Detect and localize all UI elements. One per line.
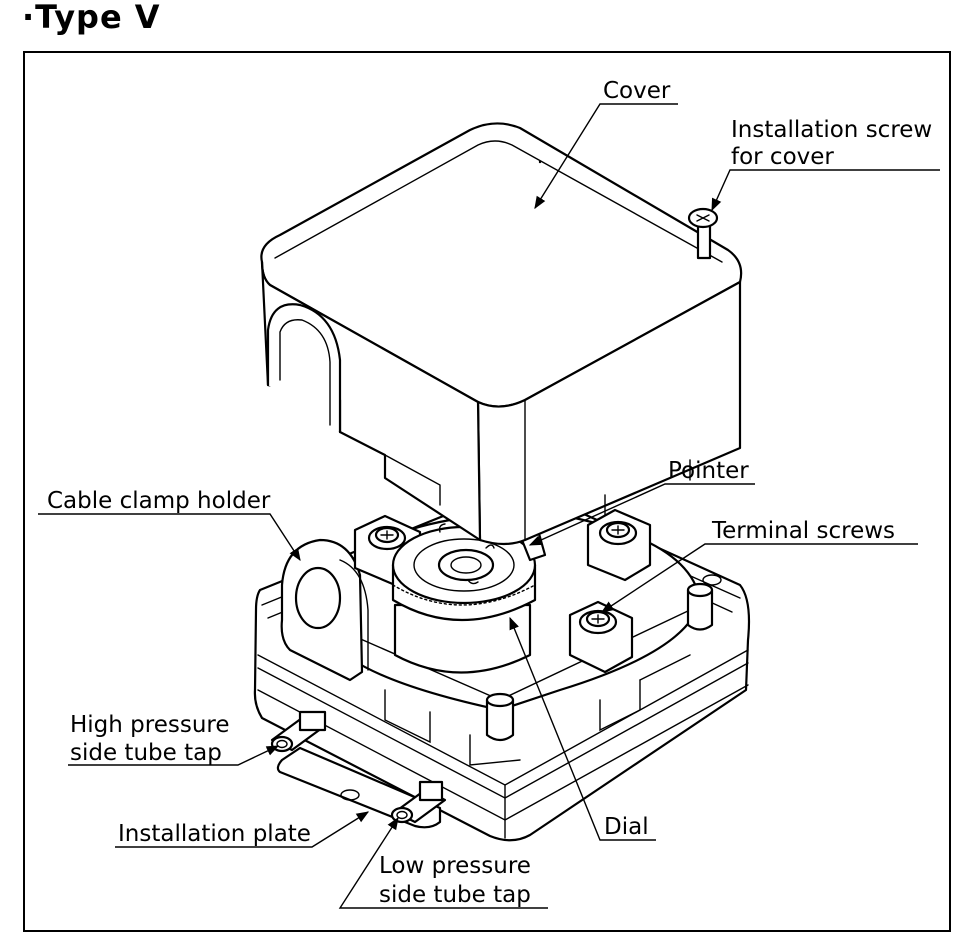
installation-screw <box>687 207 719 260</box>
terminal-block-left <box>353 514 422 587</box>
cover <box>260 122 743 546</box>
diagram-frame <box>23 51 951 932</box>
label-installation-screw-line2: for cover <box>731 144 834 170</box>
label-high-pressure-line1: High pressure <box>70 712 230 738</box>
leader-lines <box>38 103 940 909</box>
label-dial: Dial <box>604 814 649 840</box>
terminal-block-right-top <box>586 508 652 582</box>
label-high-pressure-line2: side tube tap <box>70 740 222 766</box>
label-installation-screw-line1: Installation screw <box>731 117 932 143</box>
label-cover: Cover <box>603 78 671 104</box>
label-installation-plate: Installation plate <box>118 821 311 847</box>
label-low-pressure-line1: Low pressure <box>379 853 531 879</box>
terminal-block-right-bottom <box>568 600 634 674</box>
label-terminal-screws: Terminal screws <box>711 518 895 544</box>
diagram-title: ·Type V <box>22 0 161 36</box>
label-pointer: Pointer <box>668 458 749 484</box>
label-cable-clamp-holder: Cable clamp holder <box>47 488 271 514</box>
dial <box>391 523 547 674</box>
label-low-pressure-line2: side tube tap <box>379 882 531 908</box>
high-pressure-tube-tap <box>270 710 327 753</box>
low-pressure-tube-tap <box>390 780 447 824</box>
cable-clamp-holder <box>280 538 369 682</box>
